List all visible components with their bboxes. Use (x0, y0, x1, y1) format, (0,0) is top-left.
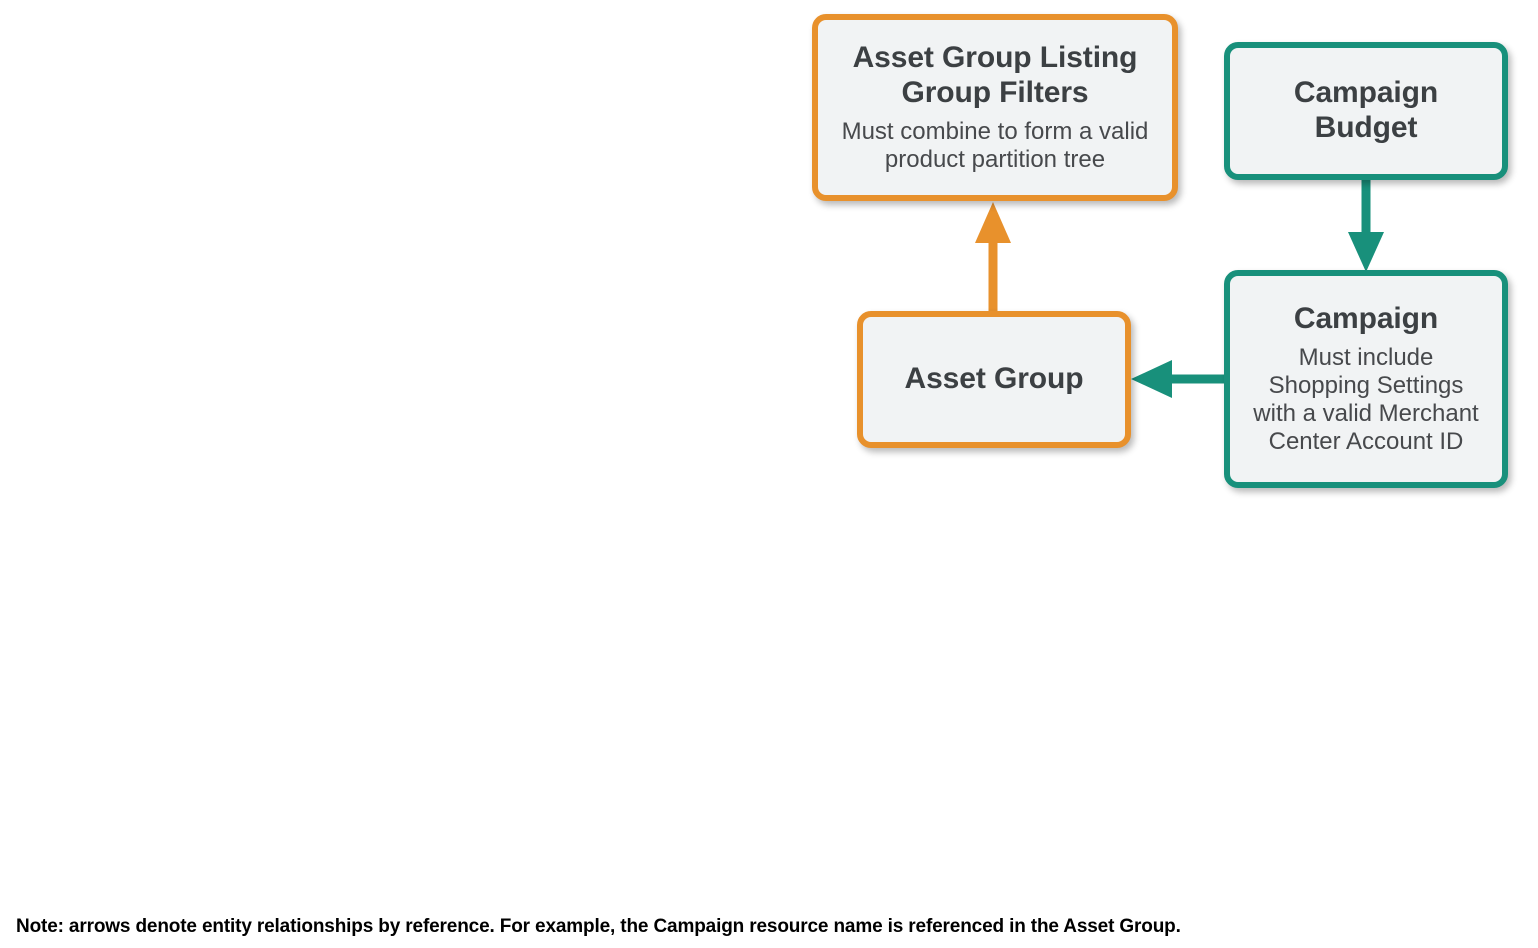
node-title: Campaign Budget (1293, 76, 1439, 144)
node-title: Campaign (1293, 301, 1439, 335)
node-subtitle: Must combine to form a valid product par… (841, 117, 1149, 173)
node-asset-group[interactable]: Asset Group (857, 311, 1131, 448)
node-title: Asset Group (904, 362, 1084, 396)
diagram-footnote: Note: arrows denote entity relationships… (16, 916, 1181, 937)
node-campaign[interactable]: Campaign Must include Shopping Settings … (1224, 270, 1508, 488)
edge-campaign-to-asset-group (1131, 360, 1230, 398)
node-subtitle: Must include Shopping Settings with a va… (1253, 343, 1479, 455)
node-campaign-budget[interactable]: Campaign Budget (1224, 42, 1508, 180)
edge-asset-group-to-listing-group-filters (975, 202, 1011, 318)
edge-campaign-budget-to-campaign (1348, 174, 1384, 272)
node-asset-group-listing-group-filters[interactable]: Asset Group Listing Group Filters Must c… (812, 14, 1178, 201)
node-title: Asset Group Listing Group Filters (852, 41, 1138, 109)
